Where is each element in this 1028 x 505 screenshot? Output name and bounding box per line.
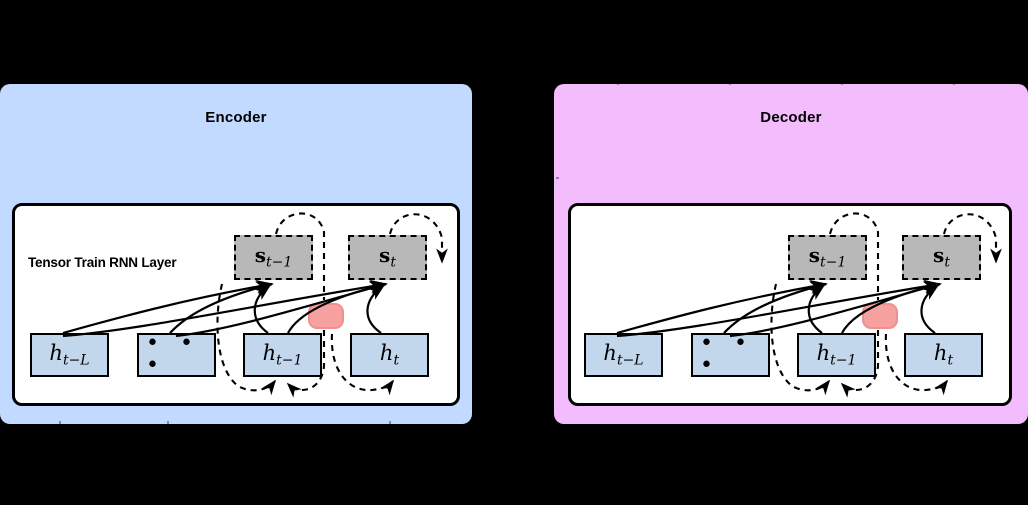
encoder-gate-blob bbox=[308, 303, 344, 329]
decoder-hidden-label-t-minus-1: ht−1 bbox=[816, 340, 857, 369]
encoder-state-label-t: st bbox=[379, 243, 396, 271]
decoder-state-box-t: st bbox=[902, 235, 981, 280]
decoder-hidden-label-t-minus-L: ht−L bbox=[603, 340, 644, 369]
encoder-state-box-t-minus-1: st−1 bbox=[234, 235, 313, 280]
decoder-hidden-label-t: ht bbox=[933, 340, 954, 369]
tensor-train-rnn-layer-label: Tensor Train RNN Layer bbox=[28, 255, 177, 270]
encoder-hidden-box-t-minus-L: ht−L bbox=[30, 333, 109, 377]
decoder-state-label-t: st bbox=[933, 243, 950, 271]
decoder-hidden-box-t-minus-1: ht−1 bbox=[797, 333, 876, 377]
encoder-hidden-box-t-minus-1: ht−1 bbox=[243, 333, 322, 377]
encoder-state-subscript-t-minus-1: t−1 bbox=[266, 254, 293, 271]
decoder-hidden-box-ellipsis: • • • bbox=[691, 333, 770, 377]
decoder-state-box-t-minus-1: st−1 bbox=[788, 235, 867, 280]
decoder-title: Decoder bbox=[760, 109, 822, 126]
encoder-hidden-label-t-minus-1: ht−1 bbox=[262, 340, 303, 369]
encoder-state-label-t-minus-1: st−1 bbox=[254, 243, 293, 271]
encoder-hidden-box-ellipsis: • • • bbox=[137, 333, 216, 377]
decoder-gate-blob bbox=[862, 303, 898, 329]
decoder-state-label-t-minus-1: st−1 bbox=[808, 243, 847, 271]
encoder-hidden-ellipsis: • • • bbox=[146, 331, 200, 378]
encoder-hidden-label-t-minus-L: ht−L bbox=[49, 340, 90, 369]
decoder-hidden-box-t: ht bbox=[904, 333, 983, 377]
encoder-hidden-label-t: ht bbox=[379, 340, 400, 369]
encoder-title: Encoder bbox=[205, 109, 267, 126]
encoder-hidden-box-t: ht bbox=[350, 333, 429, 377]
encoder-state-box-t: st bbox=[348, 235, 427, 280]
decoder-hidden-ellipsis: • • • bbox=[700, 331, 754, 378]
decoder-hidden-box-t-minus-L: ht−L bbox=[584, 333, 663, 377]
encoder-state-subscript-t: t bbox=[390, 254, 396, 271]
